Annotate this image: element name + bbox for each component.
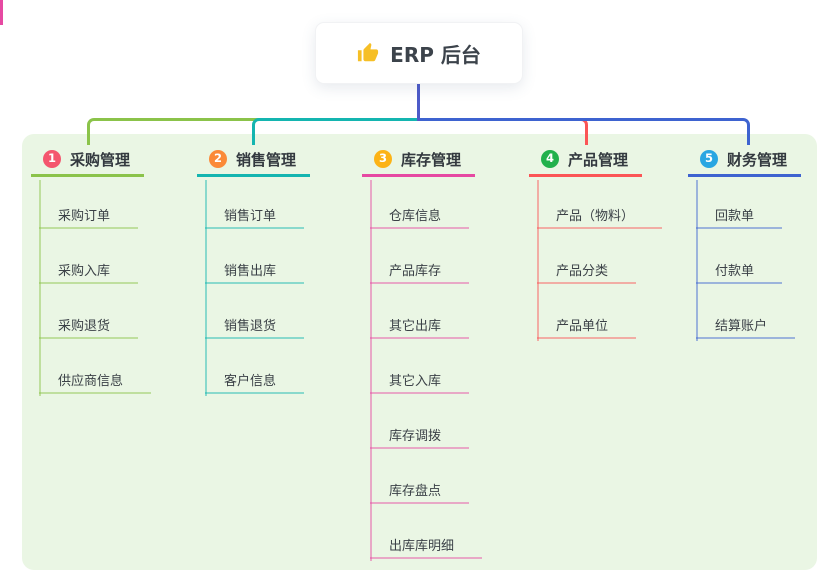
thumbs-up-icon [358, 42, 379, 62]
branch-number-badge: 1 [43, 150, 61, 168]
branch-number-badge: 3 [374, 150, 392, 168]
branch-subtree-line [537, 180, 539, 341]
branch-item[interactable]: 结算账户 [696, 315, 796, 339]
branch: 1 采购管理 采购订单采购入库采购退货供应商信息 [31, 144, 152, 396]
branch2-connector-line [252, 118, 420, 145]
branch3-connector-line [0, 0, 3, 25]
branch-item[interactable]: 库存盘点 [370, 480, 470, 504]
branch-header[interactable]: 3 库存管理 [362, 144, 475, 177]
branch-label: 销售管理 [236, 150, 297, 169]
branch-header[interactable]: 5 财务管理 [688, 144, 801, 177]
branch-item[interactable]: 采购退货 [39, 315, 139, 339]
branch-item[interactable]: 其它入库 [370, 370, 470, 394]
branch-item[interactable]: 销售订单 [205, 205, 305, 229]
branch-item[interactable]: 销售出库 [205, 260, 305, 284]
branch-item[interactable]: 产品库存 [370, 260, 470, 284]
branches-panel [22, 134, 817, 570]
root-title: ERP 后台 [390, 42, 481, 67]
branch: 3 库存管理 仓库信息产品库存其它出库其它入库库存调拨库存盘点出库库明细 [362, 144, 483, 561]
branch-item[interactable]: 仓库信息 [370, 205, 470, 229]
branch5-connector-line [419, 118, 750, 145]
branch-number-badge: 5 [700, 150, 718, 168]
branch: 2 销售管理 销售订单销售出库销售退货客户信息 [197, 144, 310, 396]
branch-subtree-line [696, 180, 698, 341]
branch-item[interactable]: 产品单位 [537, 315, 637, 339]
branch-header[interactable]: 1 采购管理 [31, 144, 144, 177]
branch-label: 财务管理 [727, 150, 788, 169]
branch-item[interactable]: 其它出库 [370, 315, 470, 339]
branch-item[interactable]: 付款单 [696, 260, 783, 284]
branch-header[interactable]: 2 销售管理 [197, 144, 310, 177]
branch-header[interactable]: 4 产品管理 [529, 144, 642, 177]
branch-number-badge: 4 [541, 150, 559, 168]
branch: 4 产品管理 产品（物料） 产品分类产品单位 [529, 144, 663, 341]
branch: 5 财务管理 回款单付款单结算账户 [688, 144, 801, 341]
branch-subtree-line [205, 180, 207, 396]
branch-subtree-line [370, 180, 372, 561]
branch-item[interactable]: 销售退货 [205, 315, 305, 339]
branch-item[interactable]: 回款单 [696, 205, 783, 229]
branch-label: 库存管理 [401, 150, 462, 169]
branch-item[interactable]: 产品分类 [537, 260, 637, 284]
root-node[interactable]: ERP 后台 [315, 22, 523, 84]
branch-item[interactable]: 供应商信息 [39, 370, 152, 394]
branch-item[interactable]: 采购订单 [39, 205, 139, 229]
branch-label: 采购管理 [70, 150, 131, 169]
branch-item[interactable]: 库存调拨 [370, 425, 470, 449]
root-connector-line [417, 84, 420, 121]
branch-item[interactable]: 客户信息 [205, 370, 305, 394]
branch-number-badge: 2 [209, 150, 227, 168]
branch-label: 产品管理 [568, 150, 629, 169]
branch-item[interactable]: 出库库明细 [370, 535, 483, 559]
branch-item[interactable]: 采购入库 [39, 260, 139, 284]
branch-item[interactable]: 产品（物料） [537, 205, 663, 229]
branch-subtree-line [39, 180, 41, 396]
